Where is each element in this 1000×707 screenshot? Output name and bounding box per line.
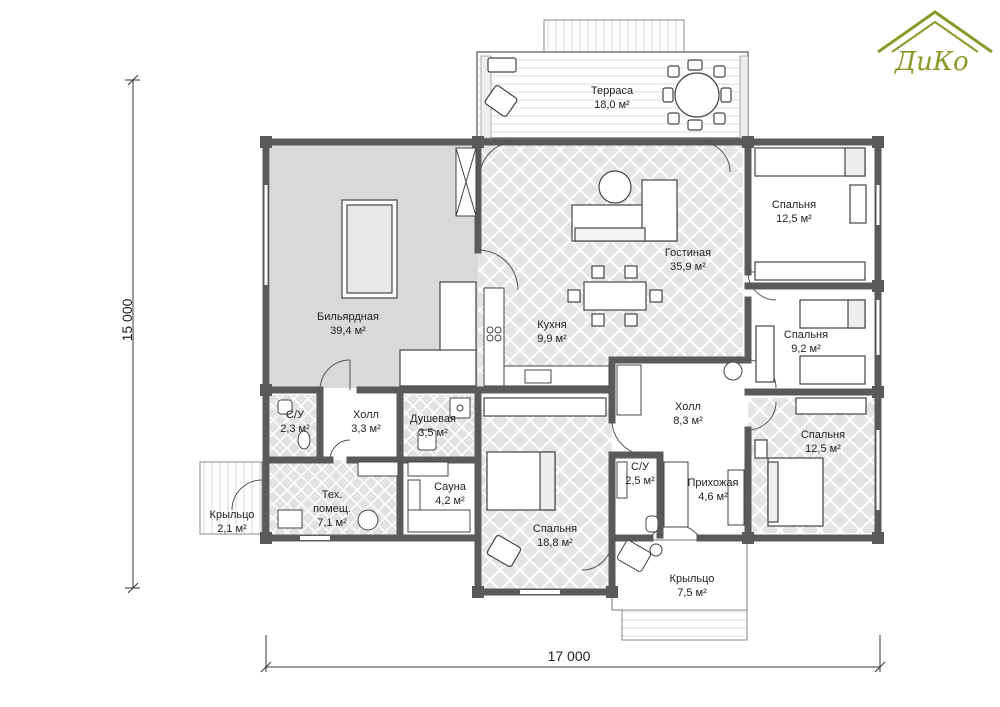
terrace-steps [543, 19, 685, 53]
bathroom-fixtures [277, 361, 745, 572]
billiard-cabinet [455, 147, 477, 217]
porch-left-area: 2,1 м² [217, 523, 247, 535]
bedroom4-name: Спальня [533, 523, 577, 535]
wc1-name: С/У [286, 409, 305, 421]
height-dimension-label: 15 000 [119, 298, 135, 341]
terrace-table [662, 59, 732, 131]
hall-small-area: 3,3 м² [351, 423, 381, 435]
kitchen-name: Кухня [537, 319, 566, 331]
porch-front-area: 7,5 м² [677, 587, 707, 599]
billiard-name: Бильярдная [317, 311, 379, 323]
tech-area: 7,1 м² [317, 517, 347, 529]
terrace-area: 18,0 м² [594, 99, 630, 111]
bedroom-furniture [483, 147, 867, 568]
windows [264, 185, 880, 594]
bedroom1-area: 12,5 м² [776, 213, 812, 225]
billiard-sofa [399, 281, 477, 387]
porch-left-name: Крыльцо [210, 509, 255, 521]
entrance-area: 4,6 м² [698, 491, 728, 503]
bedroom3-area: 12,5 м² [805, 443, 841, 455]
tech-name2: помещ. [313, 503, 351, 515]
dimension-lines [125, 74, 886, 673]
sauna-area: 4,2 м² [435, 495, 465, 507]
tech-name1: Тех. [322, 489, 343, 501]
wc1-area: 2,3 м² [280, 423, 310, 435]
bedroom3-name: Спальня [801, 429, 845, 441]
porch-front-steps [621, 609, 748, 641]
sauna-name: Сауна [434, 481, 467, 493]
bedroom2-name: Спальня [784, 329, 828, 341]
dining-table [567, 265, 663, 327]
entrance-name: Прихожая [688, 477, 739, 489]
shower-area: 3,5 м² [418, 427, 448, 439]
bedroom2-area: 9,2 м² [791, 343, 821, 355]
porch-front-name: Крыльцо [670, 573, 715, 585]
living-name: Гостиная [665, 247, 711, 259]
hall-small-name: Холл [353, 409, 379, 421]
brand-logo: ДиКо [877, 10, 993, 77]
kitchen-counters [483, 287, 610, 387]
bedroom4-area: 18,8 м² [537, 537, 573, 549]
wc2-area: 2,5 м² [625, 475, 655, 487]
terrace-chairs [484, 57, 518, 117]
porch-left-deck [199, 461, 263, 535]
terrace-name: Терраса [591, 85, 634, 97]
shower-name: Душевая [410, 413, 456, 425]
billiard-area: 39,4 м² [330, 325, 366, 337]
window-frames [263, 185, 881, 510]
logo-text: ДиКо [894, 47, 969, 77]
billiard-table [341, 199, 398, 299]
hall-main-area: 8,3 м² [673, 415, 703, 427]
living-area: 35,9 м² [670, 261, 706, 273]
bedroom1-name: Спальня [772, 199, 816, 211]
living-furniture [571, 170, 678, 242]
width-dimension-label: 17 000 [548, 648, 591, 664]
hall-main-name: Холл [675, 401, 701, 413]
wc2-name: С/У [631, 461, 650, 473]
kitchen-area: 9,9 м² [537, 333, 567, 345]
wall-posts [260, 136, 884, 598]
walls [262, 138, 882, 596]
room-labels: Терраса 18,0 м² Бильярдная 39,4 м² Гости… [210, 85, 846, 599]
